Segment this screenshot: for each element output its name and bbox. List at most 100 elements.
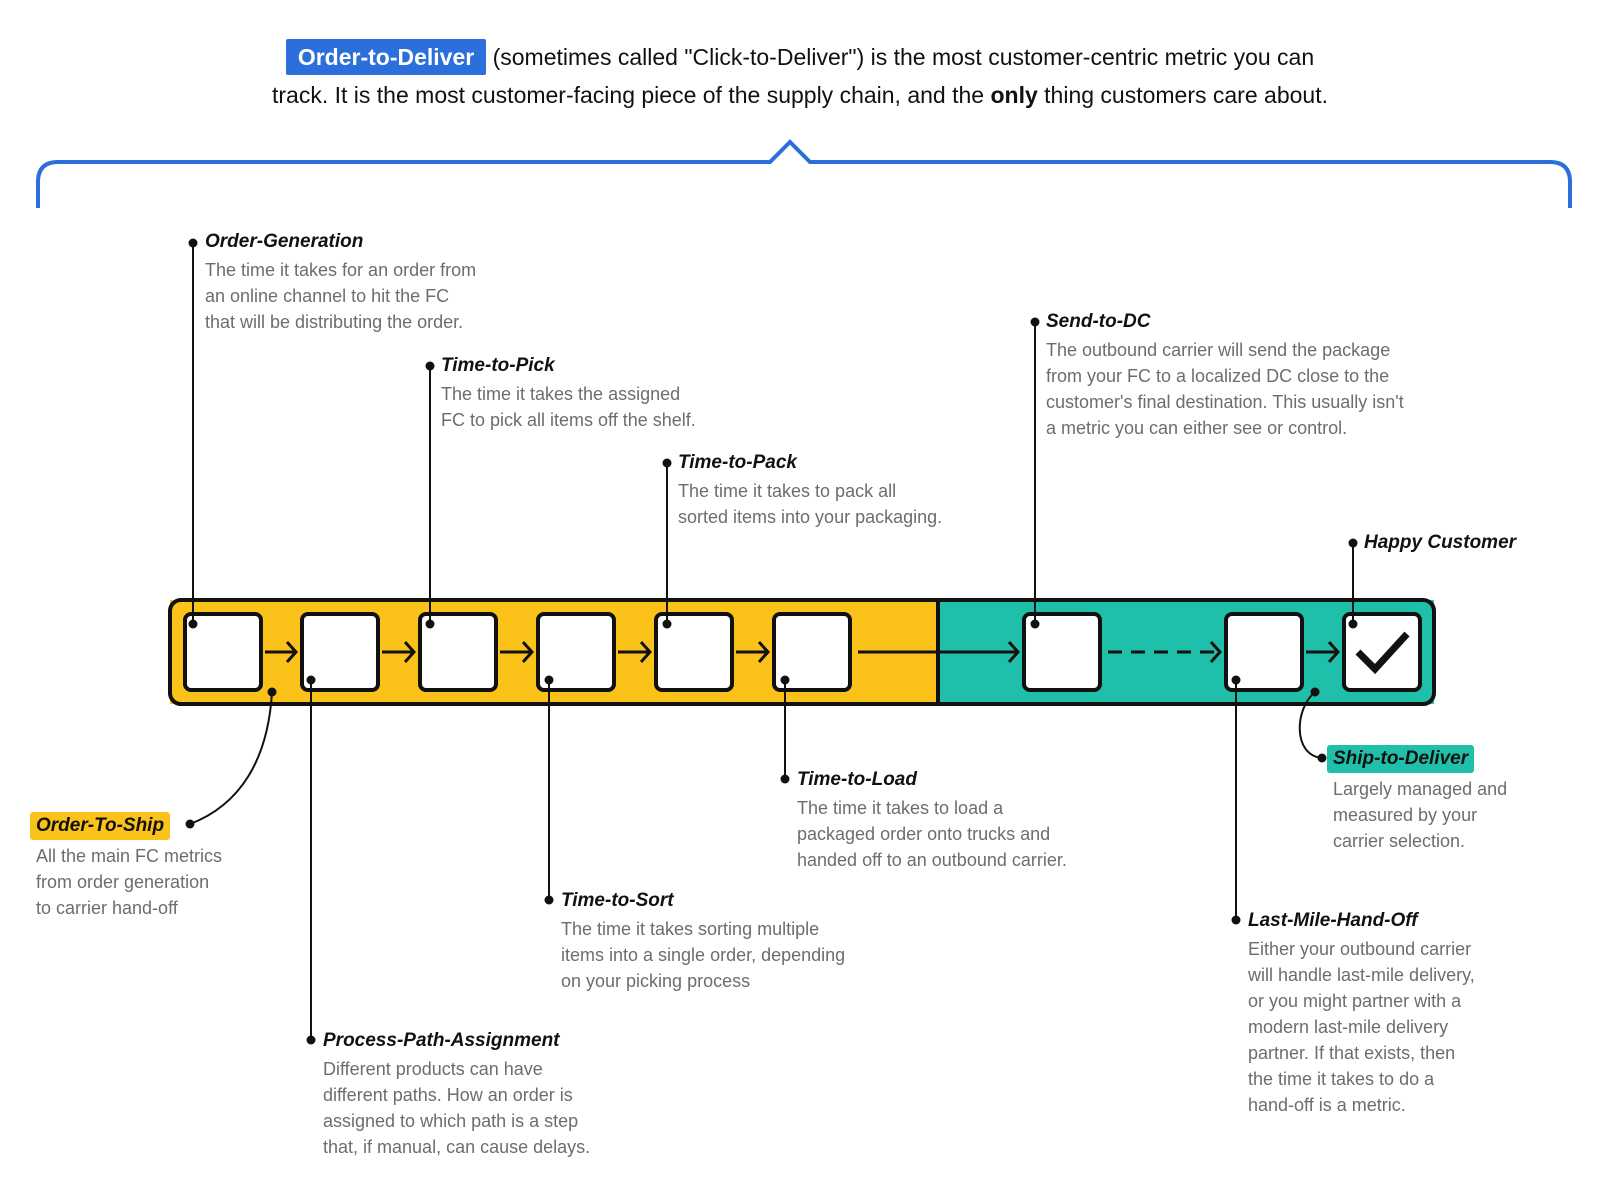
desc-line: from your FC to a localized DC close to … (1046, 366, 1390, 386)
label-time-to-sort: Time-to-Sort The time it takes sorting m… (561, 889, 845, 994)
dot (544, 895, 554, 905)
label-desc: All the main FC metrics from order gener… (30, 843, 222, 921)
label-title: Order-Generation (205, 231, 364, 252)
desc-line: a metric you can either see or control. (1046, 418, 1348, 438)
dot (1348, 619, 1358, 629)
dot (425, 619, 435, 629)
desc-line: The time it takes to pack all (678, 481, 897, 501)
label-happy-customer: Happy Customer (1364, 531, 1516, 555)
dot (1231, 915, 1241, 925)
dot (1348, 538, 1358, 548)
label-desc: The outbound carrier will send the packa… (1046, 337, 1404, 441)
desc-line: Largely managed and (1333, 779, 1508, 799)
label-desc: The time it takes to pack all sorted ite… (678, 478, 942, 530)
dot (425, 361, 435, 371)
label-desc: Largely managed and measured by your car… (1327, 776, 1507, 854)
label-title: Happy Customer (1364, 532, 1517, 553)
desc-line: the time it takes to do a (1248, 1069, 1435, 1089)
label-last-mile-hand-off: Last-Mile-Hand-Off Either your outbound … (1248, 909, 1475, 1118)
step-box-happy-customer (1342, 612, 1422, 692)
label-title: Send-to-DC (1046, 311, 1151, 332)
dot (1310, 687, 1320, 697)
desc-line: All the main FC metrics (36, 846, 223, 866)
arrow-3 (500, 640, 535, 664)
step-box-pick (418, 612, 498, 692)
label-desc: Different products can have different pa… (323, 1056, 590, 1160)
order-to-ship-badge: Order-To-Ship (30, 812, 171, 840)
label-time-to-pack: Time-to-Pack The time it takes to pack a… (678, 451, 942, 530)
intro-text-3: thing customers care about. (1037, 82, 1328, 108)
label-title: Last-Mile-Hand-Off (1248, 910, 1418, 931)
label-desc: The time it takes sorting multiple items… (561, 916, 845, 994)
intro-bold-word: only (990, 82, 1038, 108)
desc-line: or you might partner with a (1248, 991, 1462, 1011)
order-to-deliver-badge: Order-to-Deliver (285, 39, 487, 75)
intro-text-1: (sometimes called "Click-to-Deliver") is… (486, 44, 1315, 70)
dot (1030, 619, 1040, 629)
desc-line: Different products can have (323, 1059, 543, 1079)
step-box-send-to-dc (1022, 612, 1102, 692)
desc-line: The time it takes to load a (797, 798, 1004, 818)
leader-dots (185, 238, 1358, 1045)
desc-line: different paths. How an order is (323, 1085, 573, 1105)
label-desc: The time it takes to load a packaged ord… (797, 795, 1067, 873)
desc-line: customer's final destination. This usual… (1046, 392, 1404, 412)
label-title: Time-to-Sort (561, 890, 674, 911)
intro-text-2: track. It is the most customer-facing pi… (272, 82, 991, 108)
dot (1030, 317, 1040, 327)
label-process-path-assignment: Process-Path-Assignment Different produc… (323, 1029, 590, 1160)
dot (1317, 753, 1327, 763)
desc-line: modern last-mile delivery (1248, 1017, 1449, 1037)
arrow-2 (382, 640, 417, 664)
dot (267, 687, 277, 697)
label-desc: Either your outbound carrier will handle… (1248, 936, 1475, 1118)
label-title: Time-to-Pack (678, 452, 797, 473)
dot (306, 675, 316, 685)
dot (188, 238, 198, 248)
dot (188, 619, 198, 629)
label-title: Time-to-Pick (441, 355, 555, 376)
desc-line: FC to pick all items off the shelf. (441, 410, 696, 430)
dot (780, 675, 790, 685)
desc-line: measured by your (1333, 805, 1478, 825)
arrow-5 (736, 640, 771, 664)
desc-line: that, if manual, can cause delays. (323, 1137, 591, 1157)
desc-line: partner. If that exists, then (1248, 1043, 1456, 1063)
desc-line: on your picking process (561, 971, 751, 991)
label-order-to-ship: Order-To-Ship All the main FC metrics fr… (30, 812, 222, 921)
desc-line: sorted items into your packaging. (678, 507, 943, 527)
flow-arrows (265, 640, 1341, 664)
label-title: Time-to-Load (797, 769, 917, 790)
dot (185, 819, 195, 829)
label-desc: The time it takes for an order from an o… (205, 257, 476, 335)
label-desc: The time it takes the assigned FC to pic… (441, 381, 696, 433)
check-icon (1355, 631, 1410, 675)
dot (306, 1035, 316, 1045)
desc-line: The time it takes for an order from (205, 260, 477, 280)
desc-line: Either your outbound carrier (1248, 939, 1472, 959)
desc-line: handed off to an outbound carrier. (797, 850, 1067, 870)
ship-to-deliver-badge: Ship-to-Deliver (1327, 745, 1475, 773)
dot (662, 458, 672, 468)
scope-brace (36, 139, 1572, 208)
desc-line: that will be distributing the order. (205, 312, 464, 332)
desc-line: carrier selection. (1333, 831, 1466, 851)
dot (1231, 675, 1241, 685)
dot (780, 774, 790, 784)
desc-line: The time it takes sorting multiple (561, 919, 820, 939)
arrow-7-head (1209, 640, 1223, 664)
desc-line: assigned to which path is a step (323, 1111, 579, 1131)
label-title: Process-Path-Assignment (323, 1030, 560, 1051)
label-time-to-load: Time-to-Load The time it takes to load a… (797, 768, 1067, 873)
desc-line: will handle last-mile delivery, (1248, 965, 1475, 985)
process-bar-outline (168, 598, 1436, 706)
desc-line: packaged order onto trucks and (797, 824, 1051, 844)
desc-line: The outbound carrier will send the packa… (1046, 340, 1391, 360)
desc-line: an online channel to hit the FC (205, 286, 450, 306)
arrow-4 (618, 640, 653, 664)
step-box-sort (536, 612, 616, 692)
desc-line: The time it takes the assigned (441, 384, 681, 404)
leader-lines (189, 243, 1354, 1040)
label-time-to-pick: Time-to-Pick The time it takes the assig… (441, 354, 696, 433)
